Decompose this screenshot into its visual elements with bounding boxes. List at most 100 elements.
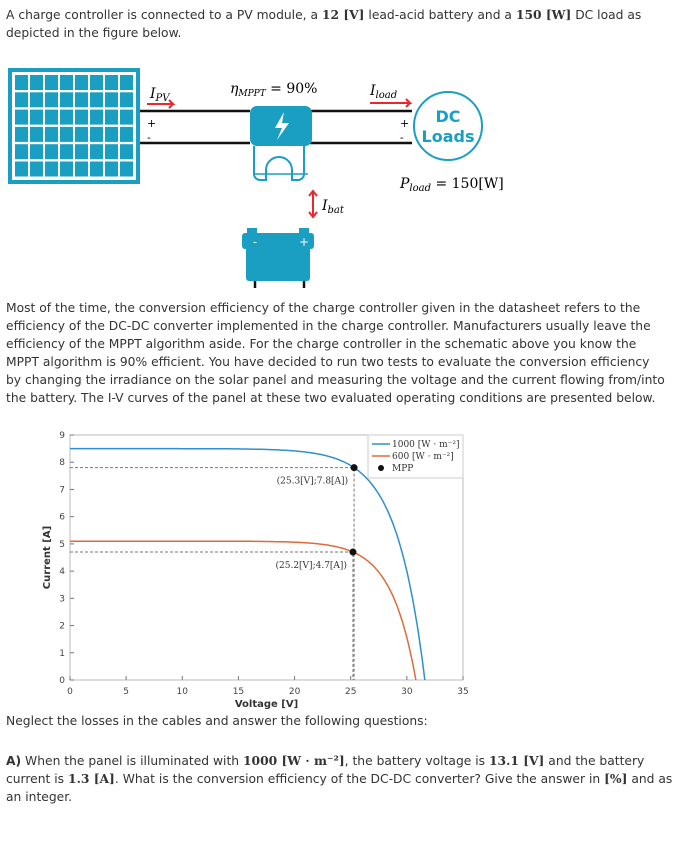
legend-entry: 1000 [W · m⁻²] — [392, 440, 460, 450]
solar-cell — [90, 109, 103, 125]
charge-controller-icon — [250, 106, 312, 181]
solar-cell — [120, 75, 133, 90]
minus-label: - — [147, 131, 151, 144]
arrow-icon — [147, 99, 176, 109]
math: 1.3 [A] — [68, 771, 115, 786]
plus-label: + — [147, 117, 156, 130]
solar-cell — [75, 75, 88, 90]
text-line: the battery. The I-V curves of the panel… — [6, 391, 656, 405]
solar-cell — [30, 144, 43, 160]
solar-cell — [30, 92, 43, 108]
legend-swatch — [378, 465, 384, 471]
solar-panel-icon — [8, 68, 140, 184]
solar-cell — [15, 92, 28, 108]
solar-cell — [105, 92, 118, 108]
mpp-point — [349, 548, 357, 556]
text-line: by changing the irradiance on the solar … — [6, 373, 665, 387]
y-tick-label: 1 — [59, 649, 65, 659]
battery-icon: - + — [242, 228, 314, 281]
series-line — [70, 447, 426, 681]
solar-cell — [120, 92, 133, 108]
math: [%] — [604, 771, 628, 786]
minus-label: - — [400, 131, 404, 144]
x-tick-label: 5 — [123, 687, 129, 697]
solar-cell — [75, 126, 88, 142]
x-tick-label: 35 — [457, 687, 468, 697]
solar-cell — [75, 161, 88, 177]
solar-cell — [15, 109, 28, 125]
solar-cell — [105, 75, 118, 90]
x-tick-label: 25 — [345, 687, 356, 697]
text-line: MPPT algorithm is 90% efficient. You hav… — [6, 355, 650, 369]
text: , the battery voltage is — [344, 754, 489, 768]
solar-cell — [90, 126, 103, 142]
x-tick-label: 0 — [67, 687, 73, 697]
solar-cell — [15, 161, 28, 177]
load-label: DC — [435, 107, 460, 126]
ibat-label: Ibat — [321, 198, 345, 216]
legend-entry: MPP — [392, 464, 413, 474]
plot-frame — [69, 434, 464, 681]
text: . What is the conversion efficiency of t… — [114, 772, 605, 786]
legend-entry: 600 [W · m⁻²] — [392, 452, 454, 462]
solar-cell — [15, 75, 28, 90]
text: lead-acid battery and a — [364, 8, 516, 22]
solar-cell — [30, 161, 43, 177]
y-tick-label: 6 — [59, 513, 65, 523]
dc-loads-icon: DC Loads — [413, 91, 483, 161]
y-tick-label: 7 — [59, 485, 65, 495]
arrow-icon — [370, 98, 413, 108]
load-label: Loads — [422, 127, 475, 146]
solar-cell — [15, 126, 28, 142]
text-line: efficiency of the MPPT algorithm aside. … — [6, 337, 637, 351]
pload-label: Pload = 150[W] — [399, 176, 504, 194]
solar-cell — [60, 109, 73, 125]
solar-cell — [45, 126, 58, 142]
mpp-guide — [70, 551, 354, 680]
ipv-label: IPV — [149, 86, 171, 104]
solar-cell — [60, 126, 73, 142]
mpp-guide — [70, 467, 355, 680]
y-tick-label: 8 — [59, 458, 65, 468]
plus-label: + — [400, 117, 409, 130]
solar-cell — [120, 109, 133, 125]
solar-cell — [75, 109, 88, 125]
solar-cell — [90, 75, 103, 90]
circuit-diagram: - + DC Loads + - + - IPV ηMPPT = 90% Ilo… — [8, 68, 504, 288]
x-tick-label: 15 — [233, 687, 244, 697]
solar-cell — [75, 92, 88, 108]
legend: 1000 [W · m⁻²] 600 [W · m⁻²] MPP — [367, 434, 464, 479]
solar-cell — [60, 92, 73, 108]
math: 1000 [W · m⁻²] — [242, 753, 345, 768]
y-tick-label: 3 — [59, 594, 65, 604]
bidirectional-arrow-icon — [308, 189, 318, 219]
eta-label: ηMPPT = 90% — [230, 81, 317, 99]
solar-cell — [30, 109, 43, 125]
solar-cell — [45, 92, 58, 108]
plus-label: + — [299, 235, 309, 249]
solar-cell — [45, 144, 58, 160]
y-tick-label: 5 — [59, 540, 65, 550]
y-tick-label: 9 — [59, 431, 65, 441]
math-voltage: 12 [V] — [321, 7, 365, 22]
series-line — [70, 540, 417, 681]
solar-cell — [120, 144, 133, 160]
text-line: Most of the time, the conversion efficie… — [6, 301, 641, 315]
solar-cell — [120, 126, 133, 142]
math-power: 150 [W] — [515, 7, 572, 22]
math: 13.1 [V] — [488, 753, 545, 768]
solar-cell — [105, 126, 118, 142]
solar-cell — [120, 161, 133, 177]
y-tick-label: 0 — [59, 676, 65, 686]
solar-cell — [45, 109, 58, 125]
text: DC load as depicted in the figure below. — [6, 8, 642, 40]
iload-label: Iload — [369, 83, 397, 101]
x-tick-label: 30 — [401, 687, 413, 697]
text: A charge controller is connected to a PV… — [6, 8, 322, 22]
instruction-text: Neglect the losses in the cables and ans… — [6, 714, 428, 728]
solar-cell — [60, 144, 73, 160]
solar-cell — [75, 144, 88, 160]
question-a: A) When the panel is illuminated with 10… — [6, 752, 676, 806]
text: and as an integer. — [6, 772, 673, 804]
